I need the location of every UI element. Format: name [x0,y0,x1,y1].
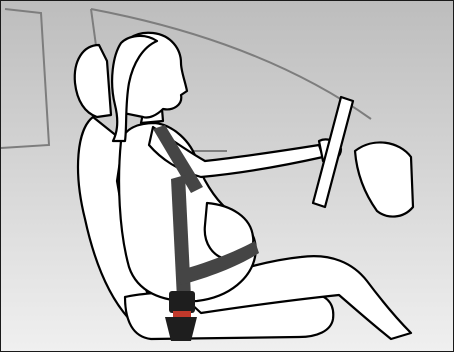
buckle-body [169,291,195,313]
buckle-red-tab [173,311,191,317]
